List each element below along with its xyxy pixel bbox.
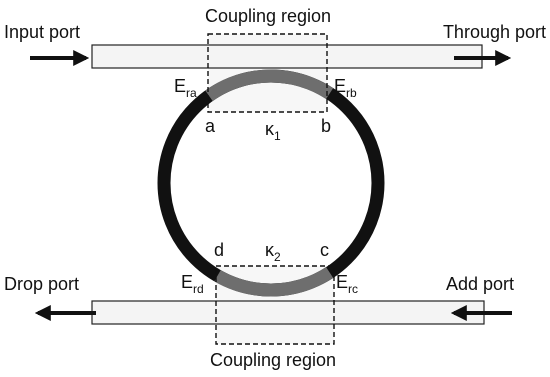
drop-port-label: Drop port	[4, 274, 79, 294]
field-erd-main: E	[181, 272, 193, 292]
field-erb-label: Erb	[334, 76, 357, 100]
field-era-label: Era	[174, 76, 197, 100]
top-coupler-arc	[205, 69, 334, 102]
input-port-label: Input port	[4, 22, 80, 42]
top-coupling-region-box	[207, 33, 328, 113]
point-d-label: d	[214, 240, 224, 260]
kappa-1-subscript: 1	[274, 129, 281, 143]
bottom-bus-waveguide	[91, 300, 485, 325]
field-era-subscript: ra	[186, 86, 197, 100]
kappa-1-symbol: κ	[265, 119, 275, 139]
top-coupling-region-label: Coupling region	[205, 6, 331, 26]
field-erb-main: E	[334, 76, 346, 96]
field-erc-subscript: rc	[348, 282, 358, 296]
bottom-coupling-region-box	[215, 265, 335, 345]
field-erd-label: Erd	[181, 272, 204, 296]
point-c-label: c	[320, 240, 329, 260]
field-erc-label: Erc	[336, 272, 358, 296]
kappa-1-label: κ1	[265, 119, 281, 143]
through-port-label: Through port	[443, 22, 546, 42]
kappa-2-symbol: κ	[265, 240, 275, 260]
point-a-label: a	[205, 116, 216, 136]
field-erd-subscript: rd	[193, 282, 204, 296]
kappa-2-label: κ2	[265, 240, 281, 264]
add-port-label: Add port	[446, 274, 514, 294]
bottom-coupler-arc	[214, 266, 334, 297]
bottom-coupling-region-label: Coupling region	[210, 350, 336, 370]
field-erb-subscript: rb	[346, 86, 357, 100]
field-erc-main: E	[336, 272, 348, 292]
kappa-2-subscript: 2	[274, 250, 281, 264]
point-b-label: b	[321, 116, 331, 136]
top-bus-waveguide	[91, 44, 483, 69]
field-era-main: E	[174, 76, 186, 96]
